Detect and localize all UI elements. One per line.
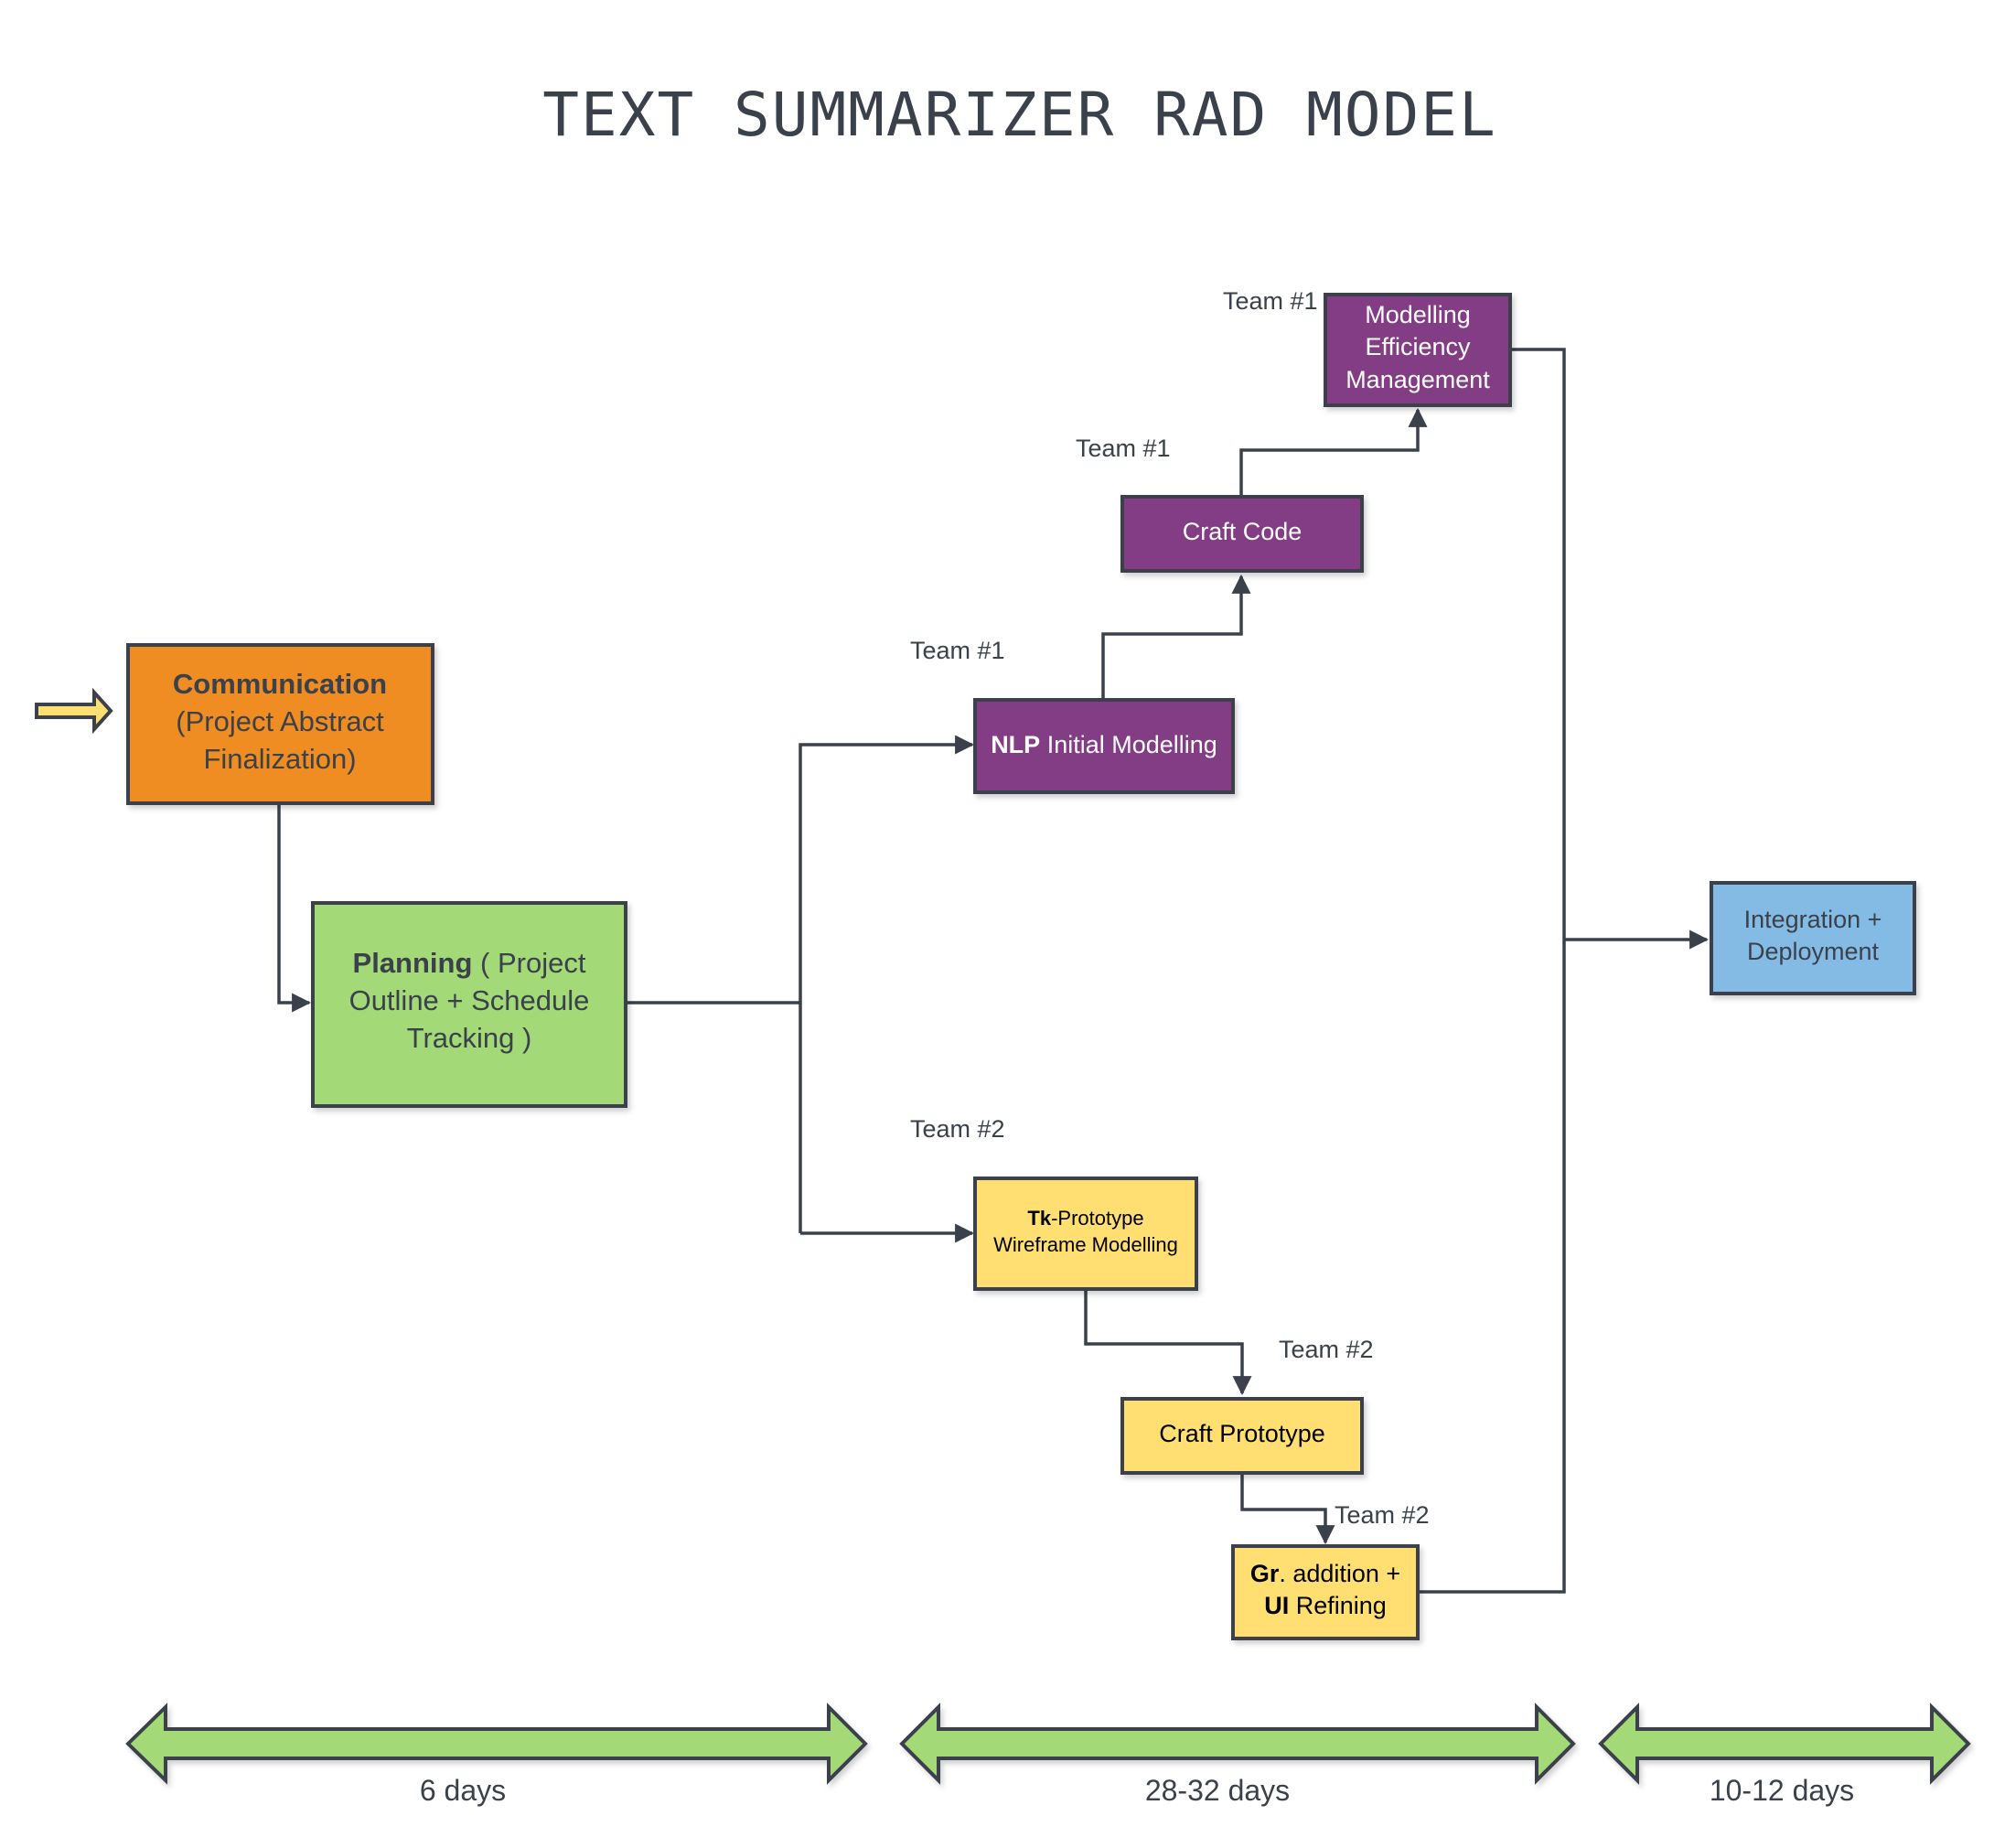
svg-text:Planning ( Project: Planning ( Project: [353, 947, 586, 979]
diagram-title: TEXT SUMMARIZER RAD MODEL: [542, 80, 1496, 150]
modelling-line1: Modelling: [1365, 301, 1471, 328]
craft-prototype-label: Craft Prototype: [1159, 1420, 1325, 1447]
node-gr-ui-refining[interactable]: Gr. addition + UI Refining: [1231, 1544, 1420, 1640]
node-tk-prototype[interactable]: Tk-Prototype Wireframe Modelling: [973, 1176, 1198, 1291]
timeline-label-1: 6 days: [420, 1774, 506, 1807]
node-craft-prototype[interactable]: Craft Prototype: [1120, 1397, 1364, 1475]
timeline-label-3: 10-12 days: [1710, 1774, 1854, 1807]
svg-text:Tk-Prototype: Tk-Prototype: [1027, 1207, 1143, 1230]
svg-text:NLP Initial Modelling: NLP Initial Modelling: [991, 731, 1217, 758]
svg-text:Gr. addition +: Gr. addition +: [1250, 1560, 1400, 1587]
planning-line3: Tracking ): [407, 1022, 532, 1054]
communication-title: Communication: [173, 668, 387, 700]
ui-rest: Refining: [1289, 1592, 1387, 1619]
tk-rest: -Prototype: [1051, 1207, 1144, 1230]
planning-line1-rest: ( Project: [472, 947, 585, 979]
tk-bold: Tk: [1027, 1207, 1051, 1230]
communication-line3: Finalization): [203, 743, 356, 775]
planning-title: Planning: [353, 947, 473, 979]
timeline-arrow-planning: [125, 1703, 868, 1785]
node-communication[interactable]: Communication (Project Abstract Finaliza…: [126, 643, 434, 805]
tk-line2: Wireframe Modelling: [993, 1233, 1178, 1256]
connector-craftcode-modelling: [1239, 407, 1428, 496]
nlp-rest: Initial Modelling: [1040, 731, 1217, 758]
integration-line2: Deployment: [1747, 938, 1880, 965]
ui-bold: UI: [1264, 1592, 1289, 1619]
gr-rest: . addition +: [1279, 1560, 1400, 1587]
connector-nlp-craftcode: [1101, 574, 1251, 698]
connector-modelling-merge: [1419, 348, 1566, 1594]
connectors: [277, 348, 1710, 1594]
connector-craftproto-gr: [1240, 1474, 1335, 1545]
timeline-arrow-development: [899, 1703, 1576, 1785]
team-label-modelling: Team #1: [1223, 287, 1318, 315]
craft-code-label: Craft Code: [1183, 518, 1303, 545]
gr-bold: Gr: [1250, 1560, 1280, 1587]
modelling-line3: Management: [1345, 366, 1490, 393]
node-nlp-initial-modelling[interactable]: NLP Initial Modelling: [973, 698, 1235, 794]
team-label-nlp: Team #1: [910, 637, 1005, 664]
connector-tk-craftproto: [1084, 1289, 1252, 1396]
modelling-line2: Efficiency: [1365, 333, 1471, 360]
team-label-craft-code: Team #1: [1076, 435, 1171, 462]
planning-line2: Outline + Schedule: [349, 984, 590, 1016]
team-label-craft-prototype: Team #2: [1279, 1336, 1374, 1363]
timeline-label-2: 28-32 days: [1145, 1774, 1290, 1807]
integration-line1: Integration +: [1744, 906, 1882, 933]
node-modelling-efficiency[interactable]: Modelling Efficiency Management: [1324, 293, 1512, 407]
node-craft-code[interactable]: Craft Code: [1120, 495, 1364, 573]
node-integration-deployment[interactable]: Integration + Deployment: [1710, 881, 1916, 995]
timeline-arrow-integration: [1598, 1703, 1971, 1785]
timeline: 6 days 28-32 days 10-12 days: [125, 1703, 1971, 1807]
team-label-tk: Team #2: [910, 1115, 1005, 1143]
connector-communication-planning: [277, 803, 312, 1013]
connector-branch-nlp: [799, 735, 975, 1233]
svg-text:UI Refining: UI Refining: [1264, 1592, 1387, 1619]
communication-line2: (Project Abstract: [176, 705, 384, 737]
team-label-gr: Team #2: [1335, 1501, 1430, 1529]
entry-arrow-icon: [35, 687, 113, 735]
node-planning[interactable]: Planning ( Project Outline + Schedule Tr…: [311, 901, 627, 1108]
nlp-bold: NLP: [991, 731, 1040, 758]
